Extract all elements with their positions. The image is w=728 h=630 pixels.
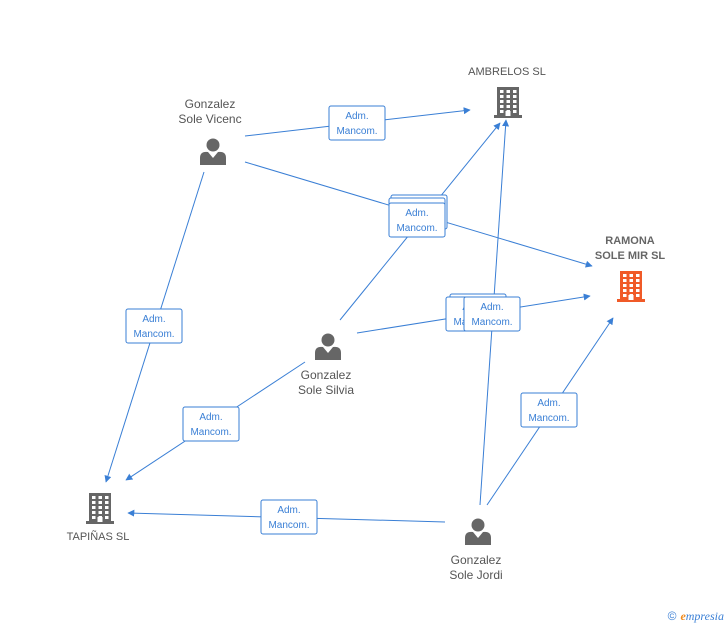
footer-brand: ©empresia — [668, 609, 724, 624]
edge-label-vicenc-tapinas[interactable]: Adm. Mancom. — [125, 308, 183, 344]
edge-label-line: Mancom. — [528, 413, 569, 424]
person-icon-vicenc[interactable] — [200, 138, 226, 166]
brand-initial: e — [680, 609, 686, 623]
edge-label-line: Adm. — [277, 505, 300, 516]
node-label-ramona[interactable]: SOLE MIR SL — [595, 250, 666, 262]
edge-label-line: Mancom. — [471, 317, 512, 328]
edge-label-line: Adm. — [480, 302, 503, 313]
edge-label-line: Adm. — [199, 412, 222, 423]
node-label-silvia[interactable]: Gonzalez — [301, 368, 352, 382]
edge-label-jordi-ambrelos[interactable]: Adm. Mancom. — [463, 296, 521, 332]
edge-label-silvia-tapinas[interactable]: Adm. Mancom. — [182, 406, 240, 442]
node-label-ambrelos[interactable]: AMBRELOS SL — [468, 66, 546, 78]
building-icon-tapinas[interactable] — [86, 493, 114, 524]
edge-label-vicenc-ambrelos[interactable]: Adm. Mancom. — [328, 105, 386, 141]
edge-label-line: Adm. — [405, 208, 428, 219]
edge-label-line: Adm. — [142, 314, 165, 325]
person-icon-jordi[interactable] — [465, 518, 491, 546]
edge-label-jordi-ramona[interactable]: Adm. Mancom. — [520, 392, 578, 428]
edge-label-line: Mancom. — [336, 126, 377, 137]
building-icon-ambrelos[interactable] — [494, 87, 522, 118]
building-icon-ramona[interactable] — [617, 271, 645, 302]
node-label-ramona[interactable]: RAMONA — [605, 235, 655, 247]
copyright-symbol: © — [667, 609, 677, 623]
edge-label-line: Adm. — [537, 398, 560, 409]
brand-name: mpresia — [685, 609, 724, 623]
edge-label-silvia-ambrelos[interactable]: Adm. Mancom. — [388, 202, 446, 238]
edge-label-line: Mancom. — [268, 520, 309, 531]
edge-label-line: Adm. — [345, 111, 368, 122]
node-label-jordi[interactable]: Sole Jordi — [449, 568, 502, 582]
node-label-silvia[interactable]: Sole Silvia — [298, 383, 354, 397]
edge-label-line: Mancom. — [133, 329, 174, 340]
edges-layer: Adm. Mancom. Adm. Mancom. Adm. Mancom. Adm. Man… — [104, 105, 614, 535]
person-icon-silvia[interactable] — [315, 333, 341, 361]
node-label-tapinas[interactable]: TAPIÑAS SL — [67, 530, 130, 543]
node-label-vicenc[interactable]: Sole Vicenc — [178, 112, 241, 126]
edge-label-line: Mancom. — [396, 223, 437, 234]
node-label-vicenc[interactable]: Gonzalez — [185, 97, 236, 111]
edge-label-line: Mancom. — [190, 427, 231, 438]
edge-label-jordi-tapinas[interactable]: Adm. Mancom. — [260, 499, 318, 535]
node-label-jordi[interactable]: Gonzalez — [451, 553, 502, 567]
